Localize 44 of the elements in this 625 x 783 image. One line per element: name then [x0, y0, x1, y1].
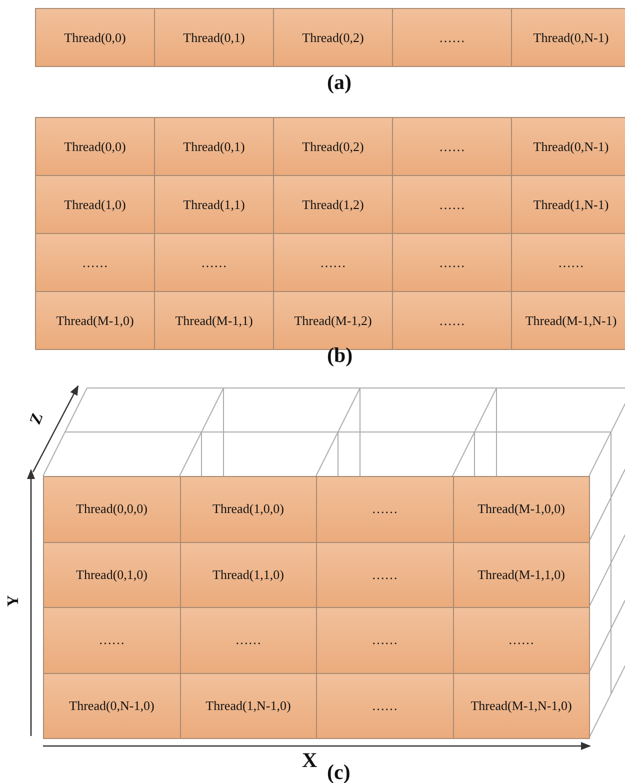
thread-cell: ……	[392, 291, 512, 350]
thread-cell: ……	[43, 607, 180, 674]
thread-cell: Thread(M-1,0)	[35, 291, 155, 350]
thread-cell: Thread(0,2)	[273, 117, 393, 176]
thread-cell: Thread(0,1,0)	[43, 542, 180, 608]
thread-cell: Thread(1,1)	[154, 175, 274, 234]
thread-cell: Thread(M-1,N-1,0)	[452, 672, 590, 739]
thread-cell: Thread(1,1,0)	[180, 542, 317, 608]
thread-cell: ……	[180, 607, 317, 674]
thread-cell: Thread(M-1,0,0)	[452, 476, 590, 542]
thread-cell: Thread(0,0,0)	[43, 476, 180, 542]
thread-cell: Thread(1,N-1,0)	[180, 672, 317, 739]
thread-cell: Thread(0,N-1)	[511, 117, 625, 176]
thread-cell: Thread(0,1)	[154, 8, 274, 67]
thread-cell: Thread(0,2)	[273, 8, 393, 67]
thread-cell: Thread(0,N-1,0)	[43, 672, 180, 739]
thread-cell: Thread(0,0)	[35, 117, 155, 176]
thread-cell: ……	[35, 233, 155, 292]
panel-label: (a)	[327, 70, 352, 95]
axis-label: Y	[4, 595, 23, 607]
thread-cell: Thread(0,0)	[35, 8, 155, 67]
thread-cell: ……	[452, 607, 590, 674]
panel-label: X	[302, 748, 318, 773]
thread-cell: Thread(M-1,1)	[154, 291, 274, 350]
thread-cell: ……	[273, 233, 393, 292]
thread-cell: ……	[316, 672, 454, 739]
thread-cell: Thread(0,1)	[154, 117, 274, 176]
thread-cell: Thread(M-1,1,0)	[452, 542, 590, 608]
thread-cell: ……	[316, 542, 454, 608]
thread-cell: Thread(1,2)	[273, 175, 393, 234]
thread-cell: Thread(0,N-1)	[511, 8, 625, 67]
thread-cell: ……	[392, 117, 512, 176]
thread-cell: ……	[316, 607, 454, 674]
thread-cell: ……	[392, 175, 512, 234]
thread-cell: ……	[316, 476, 454, 542]
thread-cell: ……	[392, 233, 512, 292]
thread-cell: Thread(1,0)	[35, 175, 155, 234]
thread-cell: Thread(1,0,0)	[180, 476, 317, 542]
thread-cell: ……	[392, 8, 512, 67]
thread-cell: Thread(M-1,N-1)	[511, 291, 625, 350]
thread-cell: ……	[511, 233, 625, 292]
thread-cell: ……	[154, 233, 274, 292]
thread-cell: Thread(1,N-1)	[511, 175, 625, 234]
axis-label: Z	[27, 410, 48, 428]
